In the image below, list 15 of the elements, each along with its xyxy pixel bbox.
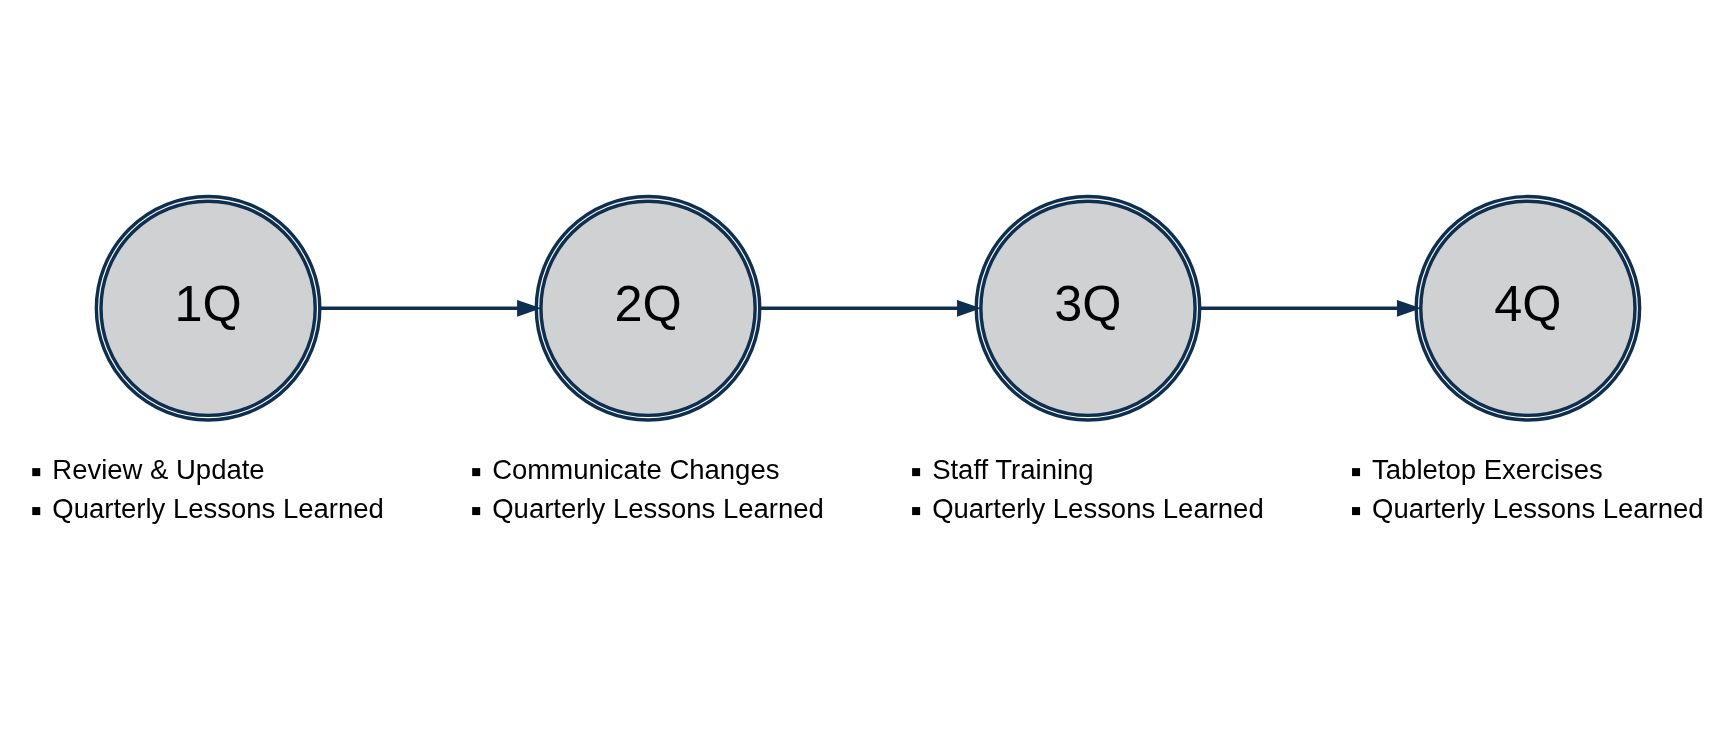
node-label: Review & Update [52,454,265,486]
arrow [1200,299,1422,317]
node-label: Staff Training [932,454,1094,486]
node-label: Quarterly Lessons Learned [52,493,384,525]
node-circle: 2Q [534,194,762,422]
node-circle: 4Q [1414,194,1642,422]
node-label: Quarterly Lessons Learned [492,493,824,525]
arrow [320,299,542,317]
arrow [760,299,982,317]
node-circle: 3Q [974,194,1202,422]
node-label: Communicate Changes [492,454,780,486]
node-label: Tabletop Exercises [1372,454,1603,486]
node-circle: 1Q [94,194,322,422]
node-label: Quarterly Lessons Learned [932,493,1264,525]
node-label: Quarterly Lessons Learned [1372,493,1704,525]
